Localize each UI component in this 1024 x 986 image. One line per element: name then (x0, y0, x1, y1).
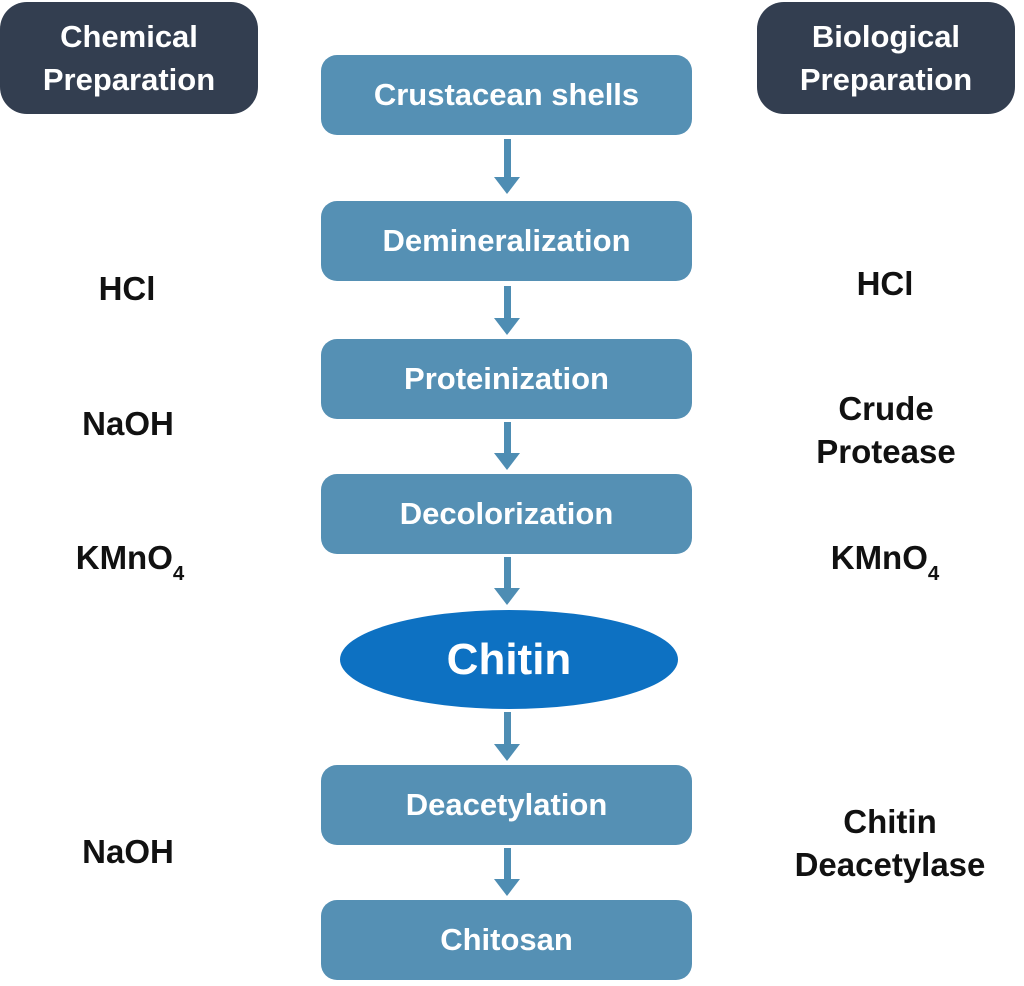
crustacean-shells-label: Crustacean shells (373, 77, 640, 112)
arrow-head (494, 879, 520, 896)
chemical-preparation-label: Chemical Preparation (42, 19, 216, 97)
arrow-stem (503, 286, 511, 318)
kmno4-subscript: 4 (172, 562, 185, 586)
flow-node-chitosan: Chitosan (321, 900, 692, 980)
arrow-stem (503, 139, 511, 177)
left-reagent-hcl: HCl (98, 270, 156, 307)
deacetylation-label: Deacetylation (405, 787, 608, 822)
flow-node-crustacean-shells: Crustacean shells (321, 55, 692, 135)
demineralization-label: Demineralization (382, 223, 631, 258)
arrow-head (494, 744, 520, 761)
biological-preparation-header: Biological Preparation (757, 2, 1015, 114)
left-reagent-naoh-2: NaOH (82, 833, 174, 870)
right-reagent-chitin-deacetylase: Chitin Deacetylase (794, 803, 986, 883)
flow-node-proteinization: Proteinization (321, 339, 692, 419)
chemical-preparation-header: Chemical Preparation (0, 2, 258, 114)
arrow-stem (503, 422, 511, 453)
biological-preparation-label: Biological Preparation (799, 19, 973, 97)
arrow-head (494, 588, 520, 605)
flow-node-demineralization: Demineralization (321, 201, 692, 281)
kmno4-subscript: 4 (927, 562, 940, 586)
arrow-head (494, 453, 520, 470)
arrow-stem (503, 712, 511, 744)
down-arrow-icon (494, 712, 520, 761)
chitin-label: Chitin (446, 634, 572, 684)
down-arrow-icon (494, 557, 520, 605)
arrow-stem (503, 557, 511, 588)
flow-node-chitin: Chitin (340, 610, 678, 709)
right-reagent-crude-protease: Crude Protease (816, 390, 956, 470)
left-reagent-naoh: NaOH (82, 405, 174, 442)
flow-node-deacetylation: Deacetylation (321, 765, 692, 845)
flow-node-decolorization: Decolorization (321, 474, 692, 554)
arrow-head (494, 318, 520, 335)
down-arrow-icon (494, 422, 520, 470)
proteinization-label: Proteinization (404, 361, 609, 396)
arrow-stem (503, 848, 511, 879)
arrow-head (494, 177, 520, 194)
chitosan-label: Chitosan (440, 922, 573, 957)
right-reagent-kmno4: KMnO4 (830, 539, 940, 586)
down-arrow-icon (494, 139, 520, 194)
right-reagent-hcl: HCl (856, 265, 914, 302)
left-reagent-kmno4: KMnO4 (75, 539, 185, 586)
down-arrow-icon (494, 286, 520, 335)
decolorization-label: Decolorization (399, 496, 614, 531)
down-arrow-icon (494, 848, 520, 896)
